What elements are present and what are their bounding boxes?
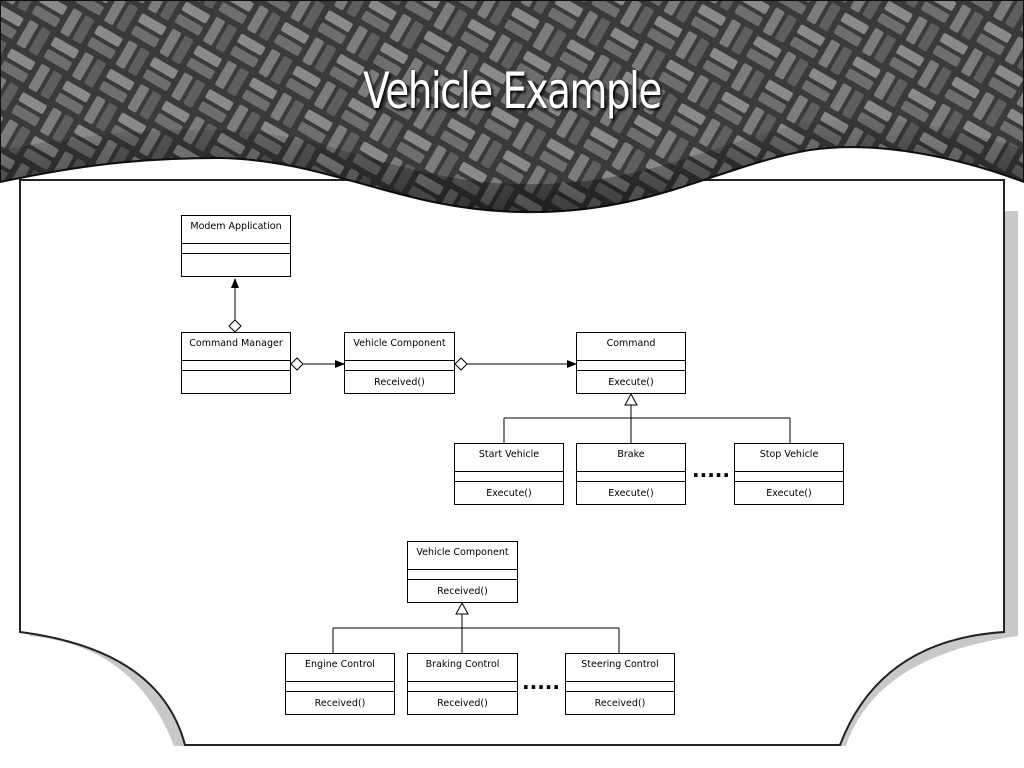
class-operation: Received() (374, 377, 425, 388)
class-name: Command Manager (182, 333, 290, 361)
generalization-command (503, 392, 791, 443)
ellipsis-more-commands: ..... (692, 458, 730, 482)
class-name: Brake (577, 444, 685, 472)
class-stop-vehicle: Stop Vehicle Execute() (734, 443, 844, 505)
class-operation: Received() (437, 698, 488, 709)
class-attributes (566, 681, 674, 692)
class-operation: Execute() (766, 488, 812, 499)
class-attributes (455, 471, 563, 482)
class-brake: Brake Execute() (576, 443, 686, 505)
class-name: Command (577, 333, 685, 361)
slide-title: Vehicle Example (363, 62, 662, 120)
class-attributes (408, 569, 517, 580)
class-start-vehicle: Start Vehicle Execute() (454, 443, 564, 505)
class-operation: Received() (314, 698, 366, 709)
class-attributes (182, 243, 290, 254)
class-name: Steering Control (566, 654, 674, 682)
class-braking-control: Braking Control Received() (407, 653, 518, 715)
class-name: Vehicle Component (345, 333, 454, 361)
class-steering-control: Steering Control Received() (565, 653, 675, 715)
class-operation: Received() (594, 698, 646, 709)
class-operation: Received() (437, 586, 488, 597)
ellipsis-more-components: ..... (522, 670, 560, 694)
class-operation: Execute() (608, 488, 654, 499)
class-name: Engine Control (286, 654, 394, 682)
class-modem-application: Modem Application (181, 215, 291, 277)
aggregation-diamond-manager-right (290, 357, 304, 371)
class-vehicle-component: Vehicle Component Received() (344, 332, 455, 394)
class-attributes (735, 471, 843, 482)
class-name: Braking Control (408, 654, 517, 682)
class-name: Vehicle Component (408, 542, 517, 570)
class-attributes (182, 360, 290, 371)
class-name: Modem Application (182, 216, 290, 244)
class-operations (182, 371, 290, 393)
class-attributes (345, 360, 454, 371)
class-command: Command Execute() (576, 332, 686, 394)
class-name: Stop Vehicle (735, 444, 843, 472)
class-name: Start Vehicle (455, 444, 563, 472)
class-attributes (577, 360, 685, 371)
class-engine-control: Engine Control Received() (285, 653, 395, 715)
class-attributes (577, 471, 685, 482)
class-vehicle-component-base: Vehicle Component Received() (407, 541, 518, 603)
class-operation: Execute() (608, 377, 654, 388)
class-operations (182, 254, 290, 276)
aggregation-diamond-manager (228, 319, 242, 333)
class-command-manager: Command Manager (181, 332, 291, 394)
class-operation: Execute() (486, 488, 532, 499)
class-attributes (408, 681, 517, 692)
class-attributes (286, 681, 394, 692)
generalization-vehicle-component (332, 601, 620, 653)
aggregation-diamond-vehicle (454, 357, 468, 371)
